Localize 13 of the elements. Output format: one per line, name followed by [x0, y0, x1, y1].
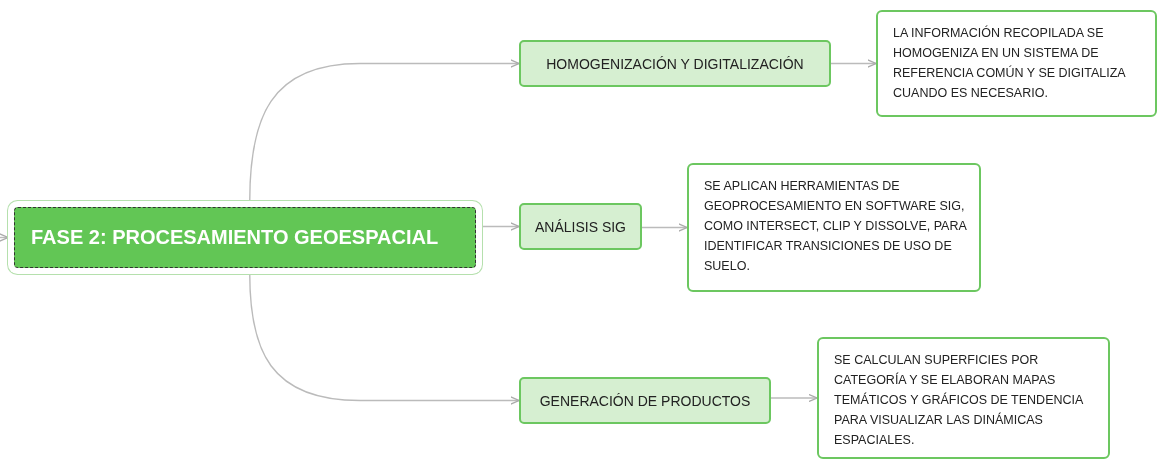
topic-box: HOMOGENIZACIÓN Y DIGITALIZACIÓN: [519, 40, 831, 87]
connector-arrow: [249, 273, 520, 405]
topic-box: GENERACIÓN DE PRODUCTOS: [519, 377, 771, 424]
note-box: LA INFORMACIÓN RECOPILADA SE HOMOGENIZA EN UN SISTEMA DE REFERENCIA COMÚN Y SE DIGITALIZA CUANDO ES NECESARIO.: [876, 10, 1157, 117]
connector-arrow: [641, 223, 688, 232]
connector-arrow: [0, 233, 9, 242]
note-box: SE APLICAN HERRAMIENTAS DE GEOPROCESAMIENTO EN SOFTWARE SIG, COMO INTERSECT, CLIP Y DISSOLVE, PARA IDENTIFICAR TRANSICIONES DE USO DE SUELO.: [687, 163, 981, 292]
note-box: SE CALCULAN SUPERFICIES POR CATEGORÍA Y SE ELABORAN MAPAS TEMÁTICOS Y GRÁFICOS DE TENDENCIA PARA VISUALIZAR LAS DINÁMICAS ESPACIALES.: [817, 337, 1110, 459]
connector-arrow: [770, 393, 818, 403]
connector-arrow: [249, 59, 520, 202]
connector-arrow: [481, 222, 520, 231]
connector-arrow: [830, 59, 877, 68]
topic-box: ANÁLISIS SIG: [519, 203, 642, 250]
